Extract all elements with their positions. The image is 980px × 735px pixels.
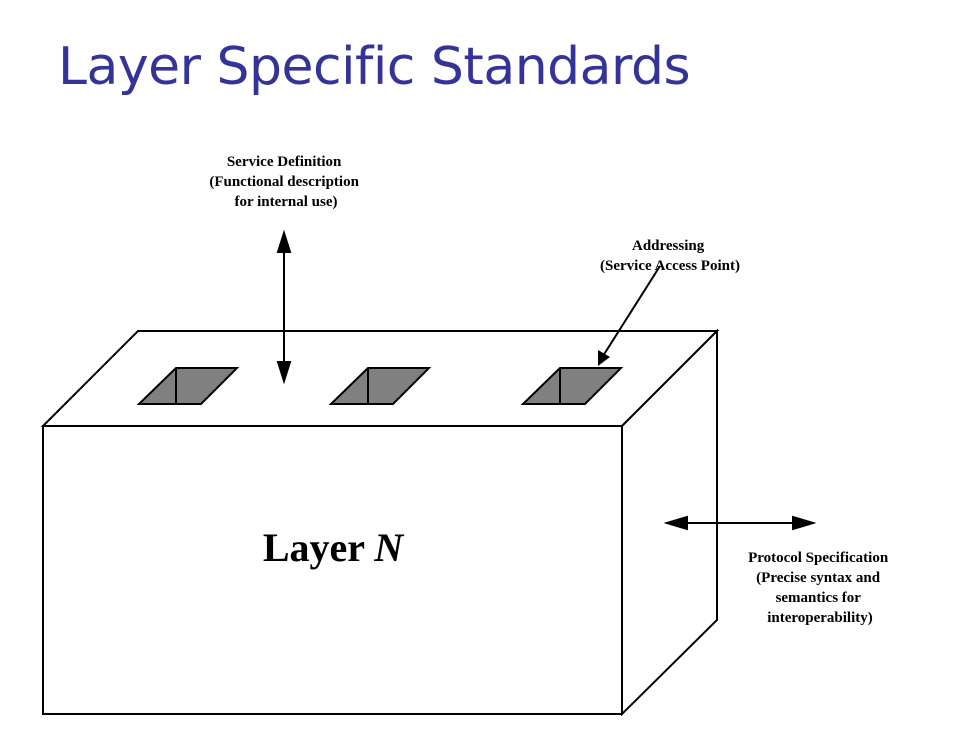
service-definition-line-2: (Functional description <box>209 174 359 190</box>
layer-label-variable: N <box>373 525 405 570</box>
service-definition-line-3: for internal use) <box>234 194 337 210</box>
protocol-specification-line-4: interoperability) <box>767 610 873 626</box>
service-access-point-3 <box>520 367 624 405</box>
protocol-specification-label: Protocol Specification (Precise syntax a… <box>748 550 892 626</box>
layer-box-front-face <box>42 425 623 715</box>
slide-title: Layer Specific Standards <box>58 37 691 97</box>
service-access-point-1 <box>136 367 240 405</box>
service-definition-line-1: Service Definition <box>227 154 342 170</box>
protocol-specification-line-3: semantics for <box>776 590 862 606</box>
protocol-specification-line-2: (Precise syntax and <box>756 570 881 586</box>
addressing-label: Addressing (Service Access Point) <box>600 238 740 274</box>
layer-label-prefix: Layer <box>263 525 374 570</box>
layer-label: Layer N <box>263 525 405 570</box>
service-access-point-2 <box>328 367 432 405</box>
protocol-specification-line-1: Protocol Specification <box>748 550 889 566</box>
addressing-line-2: (Service Access Point) <box>600 258 740 274</box>
addressing-line-1: Addressing <box>632 238 705 254</box>
service-definition-label: Service Definition (Functional descripti… <box>209 154 362 210</box>
addressing-arrow <box>598 265 661 366</box>
service-access-points <box>136 367 624 405</box>
service-definition-arrow <box>276 229 292 385</box>
protocol-specification-arrow <box>663 515 817 531</box>
